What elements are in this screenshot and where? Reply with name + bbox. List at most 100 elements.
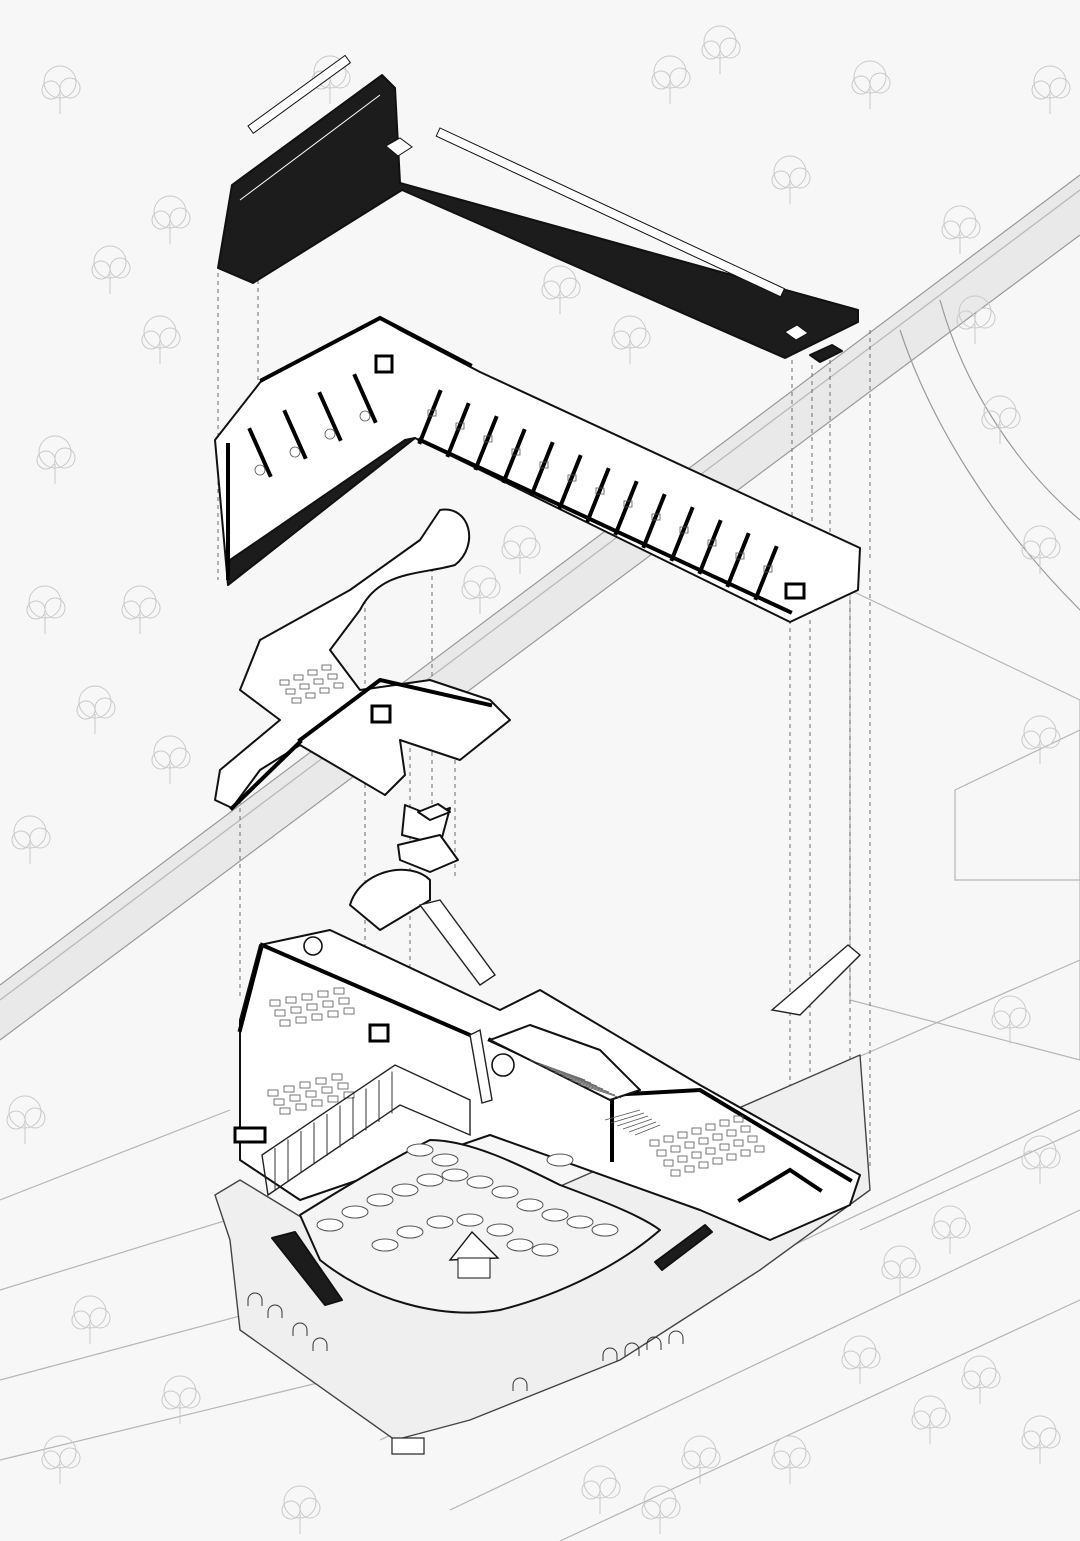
- tree-icon: [41, 1435, 81, 1484]
- seating-stone: [546, 1153, 574, 1167]
- furniture: [651, 513, 661, 521]
- seating-stone: [516, 1198, 544, 1212]
- partition-wall: [501, 428, 527, 484]
- stair-flight: [469, 1028, 493, 1104]
- partition-wall: [282, 409, 308, 460]
- desk: [307, 669, 318, 676]
- desk: [295, 1103, 307, 1111]
- tree-icon: [151, 735, 191, 784]
- desk: [705, 1123, 716, 1131]
- roof-hatch-block: [809, 344, 843, 363]
- desk: [670, 1145, 681, 1153]
- glazed-facade: [261, 1064, 471, 1197]
- seat-row: [622, 1118, 653, 1130]
- seating-stone: [566, 1215, 594, 1229]
- tree-icon: [956, 295, 996, 344]
- upper-floor-core: [784, 582, 806, 600]
- arch: [624, 1342, 640, 1356]
- desk: [301, 993, 313, 1001]
- seating-stone: [391, 1183, 419, 1197]
- round-window: [491, 1053, 515, 1077]
- seating-stone: [371, 1238, 399, 1252]
- seat-row: [561, 1075, 610, 1093]
- tree-icon: [121, 585, 161, 634]
- seat-row: [634, 1124, 661, 1136]
- desk: [283, 1085, 295, 1093]
- contour-line: [559, 1299, 1080, 1541]
- desk: [684, 1165, 695, 1173]
- seat-row: [604, 1109, 641, 1121]
- desk: [273, 1098, 285, 1106]
- ground-floor-wall: [737, 1167, 823, 1203]
- desk: [649, 1139, 660, 1147]
- road-edge-lower: [0, 234, 1080, 1041]
- classroom-desks: [267, 987, 765, 1177]
- seating-stone: [396, 1225, 424, 1239]
- seating-stone: [441, 1168, 469, 1182]
- desk: [698, 1161, 709, 1169]
- tree-icon: [961, 1355, 1001, 1404]
- furniture: [324, 428, 336, 440]
- seating-stone: [366, 1193, 394, 1207]
- furniture: [679, 526, 689, 534]
- desk: [311, 1013, 323, 1021]
- upper-floor-wall: [259, 315, 473, 383]
- tree-icon: [281, 1485, 321, 1534]
- contour-line: [0, 1109, 231, 1201]
- desk: [285, 688, 296, 695]
- desk: [289, 1094, 301, 1102]
- desk: [712, 1133, 723, 1141]
- desk: [337, 1082, 349, 1090]
- tree-icon: [1031, 65, 1071, 114]
- ground-floor-layer: [214, 929, 871, 1455]
- partition-wall: [641, 493, 667, 549]
- tree-icon: [1021, 1135, 1061, 1184]
- furniture: [567, 474, 577, 482]
- ground-floor-core: [233, 1126, 267, 1144]
- arch: [668, 1330, 684, 1344]
- contour-line: [449, 1209, 1080, 1511]
- desk: [317, 990, 329, 998]
- tree-icon: [91, 245, 131, 294]
- floating-slab: [397, 834, 459, 873]
- arch: [247, 1292, 263, 1306]
- furniture: [359, 410, 371, 422]
- furniture: [735, 552, 745, 560]
- tree-icon: [581, 1465, 621, 1514]
- desk: [299, 1081, 311, 1089]
- desk: [333, 987, 345, 995]
- tree-icon: [941, 205, 981, 254]
- partition-wall: [585, 467, 611, 523]
- desk: [315, 1077, 327, 1085]
- desk: [267, 1089, 279, 1097]
- desk: [740, 1125, 751, 1133]
- arch: [312, 1337, 328, 1351]
- desk: [311, 1099, 323, 1107]
- desk: [740, 1149, 751, 1157]
- middle-floor-wall: [297, 677, 493, 743]
- tree-icon: [1021, 715, 1061, 764]
- desk: [712, 1157, 723, 1165]
- furniture: [707, 539, 717, 547]
- auditorium-seating: [529, 1059, 661, 1136]
- roof-skylight: [247, 54, 352, 134]
- desk: [322, 1000, 334, 1008]
- tree-icon: [141, 315, 181, 364]
- tree-icon: [841, 1335, 881, 1384]
- seating-stone: [456, 1213, 484, 1227]
- tree-icon: [1021, 525, 1061, 574]
- furniture: [763, 565, 773, 573]
- desk: [684, 1141, 695, 1149]
- arch: [646, 1336, 662, 1350]
- furniture: [455, 422, 465, 430]
- partition-wall: [317, 391, 343, 442]
- furniture: [595, 487, 605, 495]
- desk: [663, 1135, 674, 1143]
- plinth-arches: [247, 1292, 684, 1391]
- upper-floor-layer: [214, 315, 861, 623]
- tree-icon: [981, 395, 1021, 444]
- tree-icon: [461, 565, 501, 614]
- desk: [677, 1155, 688, 1163]
- furniture: [483, 435, 493, 443]
